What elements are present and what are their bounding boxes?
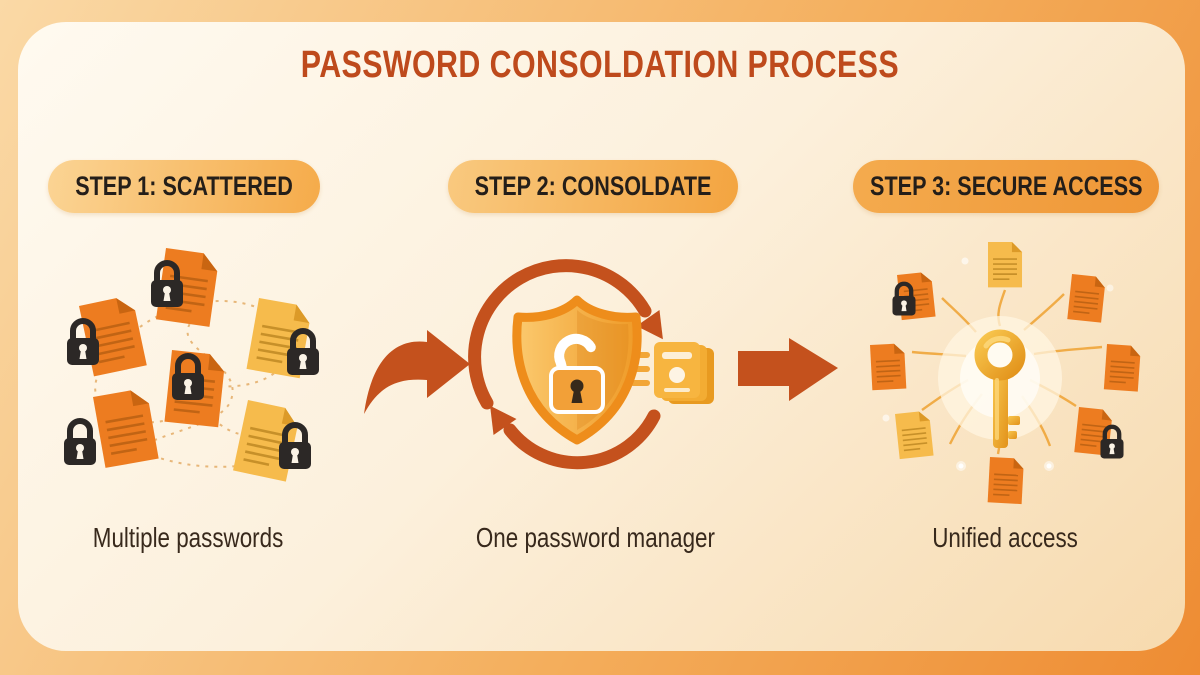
page-title-text: PASSWORD CONSOLDATION PROCESS [300,44,900,86]
document [986,456,1025,505]
document [1066,273,1107,324]
locked-document [231,398,303,483]
master-key-icon [938,316,1062,448]
step-1-caption: Multiple passwords [92,522,284,553]
step-1-label: STEP 1: SCATTERED [75,171,293,201]
step-3-caption-row: Unified access [855,518,1155,558]
step-3-caption: Unified access [932,522,1078,553]
step-2-label: STEP 2: CONSOLDATE [474,171,712,201]
document [869,342,908,392]
step-2-caption: One password manager [475,522,715,553]
document [1103,343,1142,393]
open-padlock-icon [549,333,605,414]
block-right-arrow-icon [738,338,838,401]
sync-arrows-icon [468,259,675,470]
padlock-icon [64,421,96,465]
step-2-caption-row: One password manager [445,518,745,558]
sparkles [882,257,1114,471]
document [987,241,1023,289]
locked-document [91,386,160,470]
curved-right-arrow-icon [364,330,470,414]
master-key-radial-documents-icon [869,241,1142,505]
padlock-icon [1100,427,1123,459]
step-2-header: STEP 2: CONSOLDATE [448,160,738,213]
step-1-header: STEP 1: SCATTERED [48,160,320,213]
step-1-caption-row: Multiple passwords [38,518,338,558]
padlock-icon [67,321,99,365]
credential-stack-icon [624,342,714,404]
page-title: PASSWORD CONSOLDATION PROCESS [0,44,1200,87]
step-3-header: STEP 3: SECURE ACCESS [853,160,1159,213]
document [894,409,935,460]
scattered-locked-documents-icon [45,246,340,483]
step-3-label: STEP 3: SECURE ACCESS [869,171,1143,201]
shield-lock-sync-icon [468,259,714,470]
